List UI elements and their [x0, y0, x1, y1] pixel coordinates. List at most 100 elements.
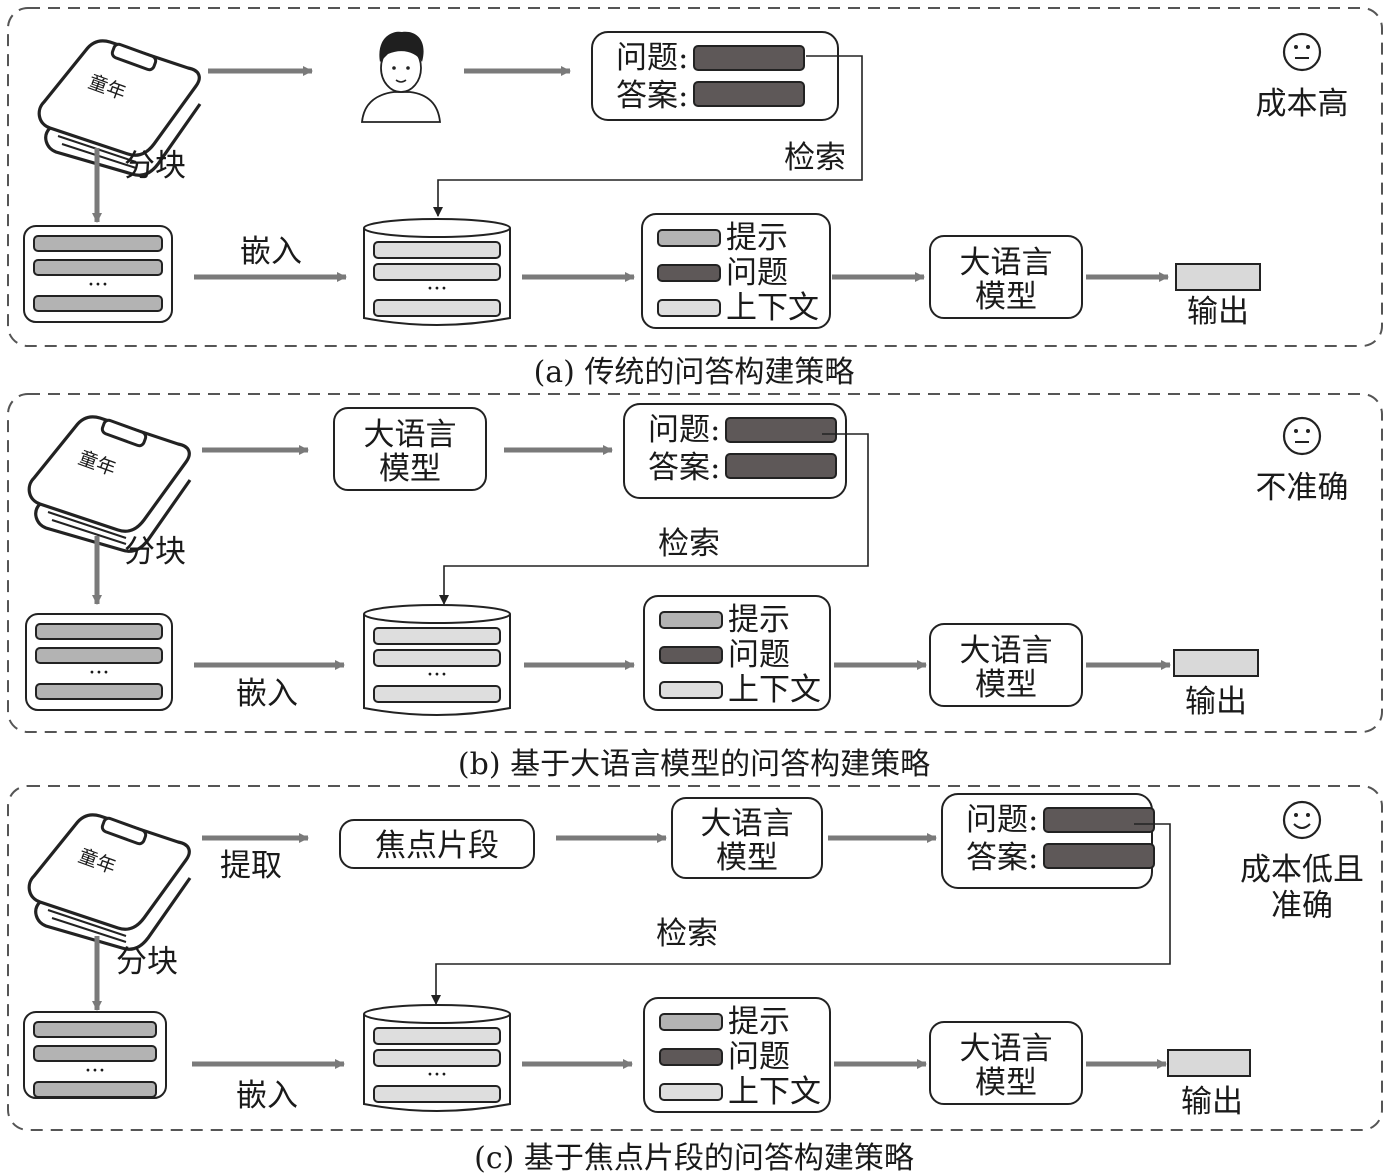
prompt-instruction-bar [659, 611, 723, 629]
panel-caption: (a) 传统的问答构建策略 [534, 355, 855, 390]
ellipsis-mark: ··· [88, 273, 109, 298]
panel-caption: (c) 基于焦点片段的问答构建策略 [474, 1141, 914, 1175]
qa-pair-box: 问题:答案: [941, 793, 1155, 889]
ellipsis-mark: ··· [427, 277, 448, 302]
database-entry-bar [373, 299, 501, 317]
extract-label: 提取 [220, 848, 282, 884]
ellipsis-mark: ··· [427, 663, 448, 688]
face-outline [1282, 800, 1322, 840]
database-entry-bar [373, 1049, 501, 1067]
book-cover [37, 39, 201, 157]
person-eye [392, 66, 396, 70]
qa-question-label: 问题: [966, 802, 1038, 838]
llm-box-line1: 大语言 [960, 245, 1053, 281]
prompt-context-bar [659, 681, 723, 699]
output-bar [1167, 1049, 1251, 1077]
chunk-bar [35, 623, 163, 640]
chunk-label: 分块 [124, 148, 186, 184]
face-eye [1306, 45, 1310, 49]
retrieve-label: 检索 [784, 140, 846, 176]
output-label: 输出 [1181, 1084, 1243, 1120]
generator-llm-box-line1: 大语言 [364, 417, 457, 453]
llm-box-line2: 模型 [975, 667, 1037, 703]
panel-frame [7, 7, 1383, 347]
chunk-stack: ··· [23, 225, 173, 323]
book-page-lines [47, 511, 127, 545]
generator-llm-box-frame [333, 407, 487, 491]
output-bar [1175, 263, 1261, 291]
book-icon: 童年 [27, 813, 192, 951]
book-label-plate [100, 816, 148, 846]
database-top [363, 604, 511, 624]
prompt-instruction-bar [659, 1013, 723, 1031]
retrieve-label: 检索 [658, 526, 720, 562]
qa-question-bar [693, 45, 805, 71]
book-cover [27, 415, 191, 533]
chunk-bar [35, 647, 163, 664]
prompt-context-label: 上下文 [728, 1074, 821, 1110]
prompt-question-bar [657, 264, 721, 282]
chunk-bar [33, 259, 163, 276]
person-shoulders [361, 91, 441, 123]
embed-label: 嵌入 [236, 676, 298, 712]
vector-database-icon: ··· [363, 218, 511, 326]
generator-llm-box: 大语言模型 [671, 797, 823, 879]
database-entry-bar [373, 627, 501, 645]
generator-llm-box-line2: 模型 [379, 451, 441, 487]
face-outline [1282, 32, 1322, 72]
database-entry-bar [373, 241, 501, 259]
qa-question-bar [1043, 807, 1155, 833]
llm-box-line1: 大语言 [960, 1031, 1053, 1067]
llm-box-frame [929, 623, 1083, 707]
book-label-plate [110, 42, 158, 72]
retrieve-connector [439, 433, 869, 605]
llm-box: 大语言模型 [929, 235, 1083, 319]
verdict-label: 成本低且 [1240, 852, 1364, 888]
embed-label: 嵌入 [240, 234, 302, 270]
person-icon [361, 31, 441, 123]
focus-segment-label: 焦点片段 [375, 828, 499, 864]
prompt-question-bar [659, 646, 723, 664]
generator-llm-box-line1: 大语言 [701, 806, 794, 842]
llm-box: 大语言模型 [929, 1021, 1083, 1105]
face-eye [1306, 429, 1310, 433]
database-entry-bar [373, 1085, 501, 1103]
book-pages [34, 479, 192, 553]
prompt-instruction-label: 提示 [728, 602, 790, 638]
face-mouth [1293, 823, 1311, 829]
qa-answer-bar [1043, 843, 1155, 869]
person-mouth [395, 79, 407, 83]
prompt-question-label: 问题 [728, 637, 790, 673]
llm-box-frame [929, 235, 1083, 319]
panel-caption: (b) 基于大语言模型的问答构建策略 [458, 747, 930, 782]
qa-answer-label: 答案: [648, 450, 720, 486]
chunk-label: 分块 [116, 944, 178, 980]
qa-answer-bar [725, 453, 837, 479]
chunk-stack: ··· [25, 613, 173, 711]
qa-answer-label: 答案: [616, 78, 688, 114]
retrieve-connector [433, 55, 863, 217]
qa-pair-box: 问题:答案: [591, 31, 839, 121]
database-entry-bar [373, 649, 501, 667]
generator-llm-box: 大语言模型 [333, 407, 487, 491]
llm-box-line1: 大语言 [960, 633, 1053, 669]
focus-segment-frame [339, 819, 535, 869]
book-cover [27, 813, 191, 931]
output-bar [1173, 649, 1259, 677]
generator-llm-box-line2: 模型 [716, 840, 778, 876]
llm-box-frame [929, 1021, 1083, 1105]
qa-question-label: 问题: [616, 40, 688, 76]
qa-pair-box: 问题:答案: [623, 403, 847, 499]
qa-answer-bar [693, 81, 805, 107]
database-top [363, 1004, 511, 1024]
prompt-question-label: 问题 [726, 255, 788, 291]
prompt-question-bar [659, 1048, 723, 1066]
ellipsis-mark: ··· [89, 661, 110, 686]
person-hair [379, 31, 424, 62]
face-eye [1294, 429, 1298, 433]
verdict-label: 准确 [1271, 888, 1333, 924]
book-icon: 童年 [27, 415, 192, 553]
